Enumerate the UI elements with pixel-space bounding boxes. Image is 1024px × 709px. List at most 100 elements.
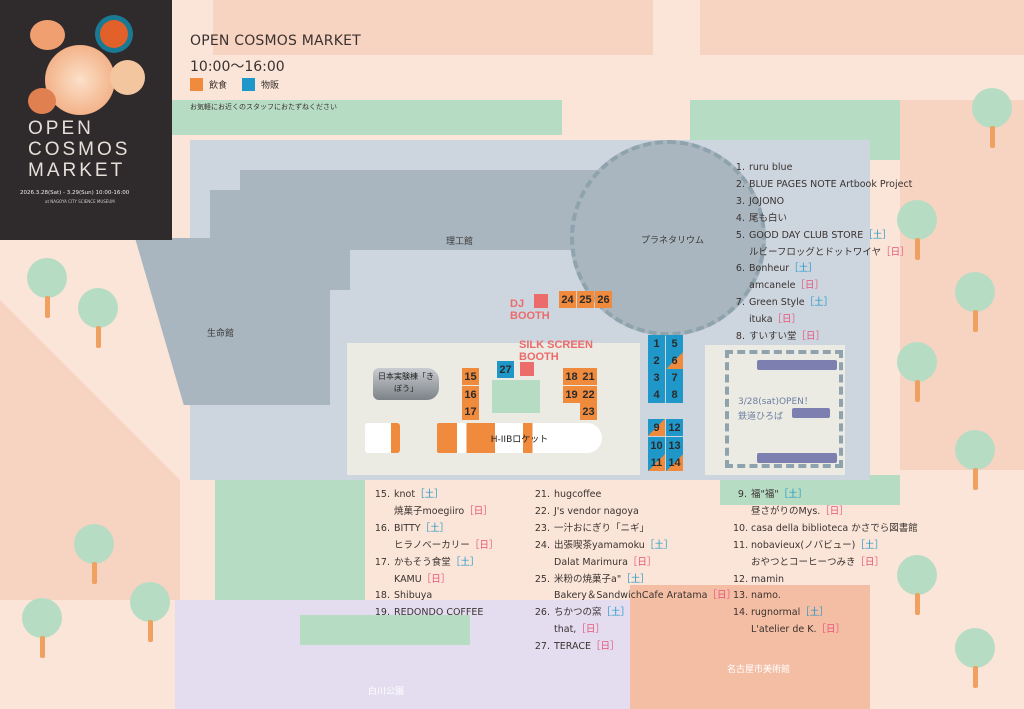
vendor-number: 24.	[534, 539, 550, 551]
vendor-name: nobavieux(ノバビュー)	[751, 539, 856, 551]
vendor-number	[530, 555, 554, 572]
tree	[74, 524, 114, 584]
booth-27[interactable]: 27	[497, 361, 514, 378]
vendor-list-item: 1.ruru blue	[735, 160, 912, 177]
vendor-list-item: 23.一汁おにぎり「ニギ」	[530, 521, 736, 538]
block	[213, 0, 653, 55]
vendor-number: 4.	[735, 212, 745, 224]
vendor-name: ヒラノベーカリー	[394, 539, 470, 551]
vendor-name: amcanele	[749, 280, 796, 292]
vendor-number: 17.	[374, 556, 390, 568]
tree	[897, 555, 937, 615]
vendor-name: Green Style	[749, 297, 805, 309]
booth-3[interactable]: 3	[648, 369, 665, 386]
vendor-name: KAMU	[394, 573, 422, 585]
vendor-name: ルビーフロッグとドットワイヤ	[749, 246, 882, 258]
booth-4[interactable]: 4	[648, 386, 665, 403]
tree	[22, 598, 62, 658]
lawn	[492, 380, 540, 413]
tree	[955, 272, 995, 332]
booth-10[interactable]: 10	[648, 437, 665, 454]
vendor-name: Bakery＆SandwichCafe Aratama	[554, 590, 708, 602]
vendor-list-item: 11.nobavieux(ノバビュー)［土］	[733, 538, 918, 555]
vendor-number	[733, 504, 751, 521]
dj-booth-marker	[534, 294, 548, 308]
hours: 10:00〜16:00	[190, 59, 285, 75]
vendor-list-item: 2.BLUE PAGES NOTE Artbook Project	[735, 177, 912, 194]
vendor-list-item: Dalat Marimura［日］	[530, 555, 736, 572]
booth-18[interactable]: 18	[563, 368, 580, 385]
vendor-list-item: ヒラノベーカリー［日］	[370, 538, 498, 555]
vendor-list-item: 14.rugnormal［土］	[733, 605, 918, 622]
booth-24[interactable]: 24	[559, 291, 576, 308]
vendor-number	[370, 572, 394, 589]
planetarium-label: プラネタリウム	[641, 236, 705, 246]
vendor-number: 19.	[374, 607, 390, 619]
day-tag-sun: ［日］	[469, 539, 499, 551]
block	[700, 0, 1024, 55]
tree	[955, 430, 995, 490]
planet-icon	[28, 88, 56, 114]
vendor-list-item: L'atelier de K.［日］	[733, 622, 918, 639]
vendor-list-item: 17.かもそう食堂［土］	[370, 555, 498, 572]
day-tag-sun: ［日］	[820, 505, 849, 517]
booth-16[interactable]: 16	[462, 386, 479, 403]
day-tag-sun: ［日］	[464, 505, 493, 517]
vendor-name: 出張喫茶yamamoku	[554, 539, 645, 551]
booth-2[interactable]: 2	[648, 352, 665, 369]
booth-15[interactable]: 15	[462, 368, 479, 385]
vendor-list-9-14: 9.福"福"［土］昼さがりのMys.［日］10.casa della bibli…	[733, 487, 918, 639]
tree	[972, 88, 1012, 148]
train-car	[757, 360, 837, 370]
day-tag-sun: ［日］	[795, 280, 824, 292]
vendor-name: REDONDO COFFEE	[394, 607, 484, 619]
life-hall-label: 生命館	[207, 329, 235, 339]
vendor-name: J's vendor nagoya	[554, 505, 639, 517]
vendor-name: Dalat Marimura	[554, 556, 628, 568]
booth-5[interactable]: 5	[666, 335, 683, 352]
vendor-name: rugnormal	[751, 607, 801, 619]
booth-9[interactable]: 9	[648, 419, 665, 436]
legend-food: 飲食	[190, 78, 227, 91]
day-tag-sun: ［日］	[707, 590, 736, 602]
booth-12[interactable]: 12	[666, 419, 683, 436]
vendor-list-item: 昼さがりのMys.［日］	[733, 504, 918, 521]
booth-14[interactable]: 14	[666, 454, 683, 471]
vendor-number: 23.	[534, 522, 550, 534]
vendor-number: 11.	[733, 539, 749, 551]
legend-goods: 物販	[242, 78, 279, 91]
vendor-number: 3.	[735, 195, 745, 207]
booth-6[interactable]: 6	[666, 352, 683, 369]
booth-8[interactable]: 8	[666, 386, 683, 403]
booth-13[interactable]: 13	[666, 437, 683, 454]
booth-17[interactable]: 17	[462, 403, 479, 420]
vendor-name: GOOD DAY CLUB STORE	[749, 229, 864, 241]
railway-border	[725, 350, 843, 468]
booth-7[interactable]: 7	[666, 369, 683, 386]
vendor-list-item: 15.knot［土］	[370, 487, 498, 504]
vendor-list-item: 8.すいすい堂［日］	[735, 329, 912, 346]
vendor-number: 18.	[374, 590, 390, 602]
vendor-number: 26.	[534, 607, 550, 619]
vendor-list-item: KAMU［日］	[370, 572, 498, 589]
booth-1[interactable]: 1	[648, 335, 665, 352]
rocket: H-IIBロケット	[437, 423, 602, 453]
vendor-list-item: that,［日］	[530, 622, 736, 639]
booth-23[interactable]: 23	[580, 403, 597, 420]
vendor-list-item: 24.出張喫茶yamamoku［土］	[530, 538, 736, 555]
booth-19[interactable]: 19	[563, 386, 580, 403]
vendor-list-item: 9.福"福"［土］	[733, 487, 918, 504]
vendor-number	[735, 278, 749, 295]
planet-icon	[30, 20, 65, 50]
train-car	[792, 408, 830, 418]
booth-26[interactable]: 26	[595, 291, 612, 308]
vendor-number	[370, 504, 394, 521]
vendor-name: かもそう食堂	[394, 556, 451, 568]
booth-22[interactable]: 22	[580, 386, 597, 403]
booth-21[interactable]: 21	[580, 368, 597, 385]
vendor-number: 22.	[534, 505, 550, 517]
vendor-number: 12.	[733, 573, 749, 585]
booth-11[interactable]: 11	[648, 454, 665, 471]
booth-25[interactable]: 25	[577, 291, 594, 308]
